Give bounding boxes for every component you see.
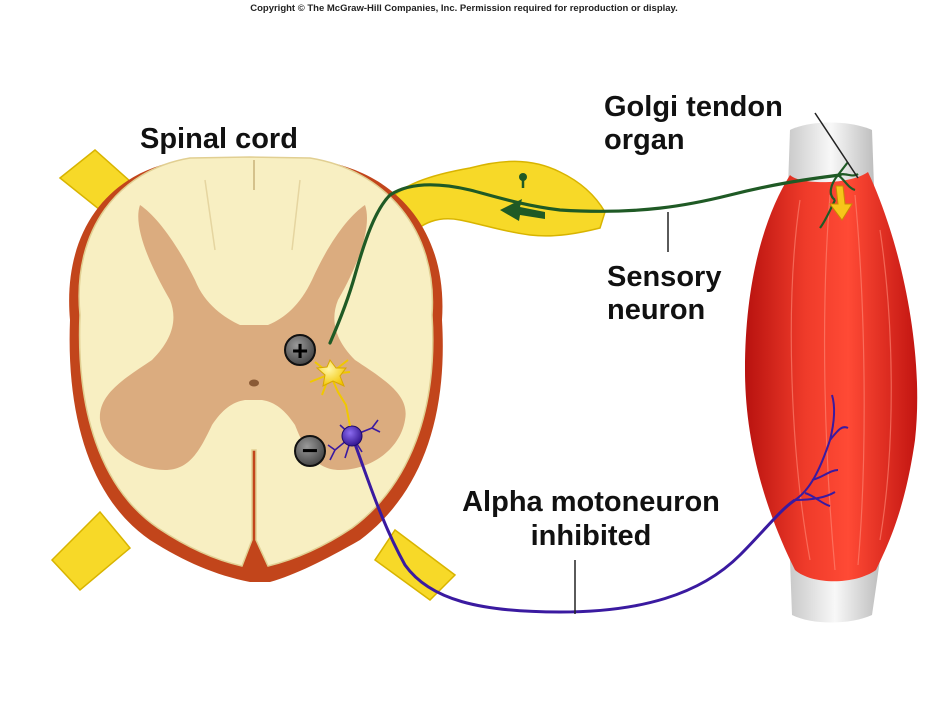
central-canal xyxy=(249,379,259,387)
minus-sign-icon xyxy=(294,435,326,467)
label-sensory-line2: neuron xyxy=(607,294,706,326)
muscle-fibers xyxy=(790,194,892,571)
motoneuron-cell-body xyxy=(341,425,363,447)
interneuron-soma xyxy=(315,359,347,387)
muscle xyxy=(745,122,918,623)
sensory-neuron xyxy=(328,161,859,345)
label-alpha-line2: inhibited xyxy=(530,520,652,552)
gray-matter xyxy=(99,205,406,470)
label-golgi-line1: Golgi tendon xyxy=(604,91,783,123)
dorsal-root-right-ganglion xyxy=(384,160,606,239)
label-spinal-cord: Spinal cord xyxy=(140,123,298,155)
muscle-belly xyxy=(745,172,918,582)
golgi-leader-line xyxy=(814,112,859,179)
plus-sign-text: + xyxy=(292,335,308,366)
copyright-notice: Copyright © The McGraw-Hill Companies, I… xyxy=(250,3,678,14)
dorsal-column-lines xyxy=(204,179,301,251)
ganglion-cell-body xyxy=(519,173,527,181)
ventral-root-left xyxy=(50,510,132,592)
label-sensory-line1: Sensory xyxy=(607,261,722,293)
motor-axon xyxy=(350,435,796,614)
sensory-axon xyxy=(328,173,842,345)
minus-sign-text: − xyxy=(302,435,318,466)
afferent-direction-arrow xyxy=(500,199,545,221)
spinal-cord xyxy=(69,156,443,582)
golgi-endings xyxy=(819,161,859,229)
alpha-motoneuron xyxy=(327,394,849,614)
inhibitory-synapse-sign: − xyxy=(294,435,326,467)
motor-endplate-branches xyxy=(794,394,849,507)
tension-arrow xyxy=(829,185,853,221)
plus-sign-icon xyxy=(284,334,316,366)
excitatory-synapse-sign: + xyxy=(284,334,316,366)
label-alpha-line1: Alpha motoneuron xyxy=(462,486,720,518)
interneuron xyxy=(309,359,351,427)
label-golgi-line2: organ xyxy=(604,124,685,156)
